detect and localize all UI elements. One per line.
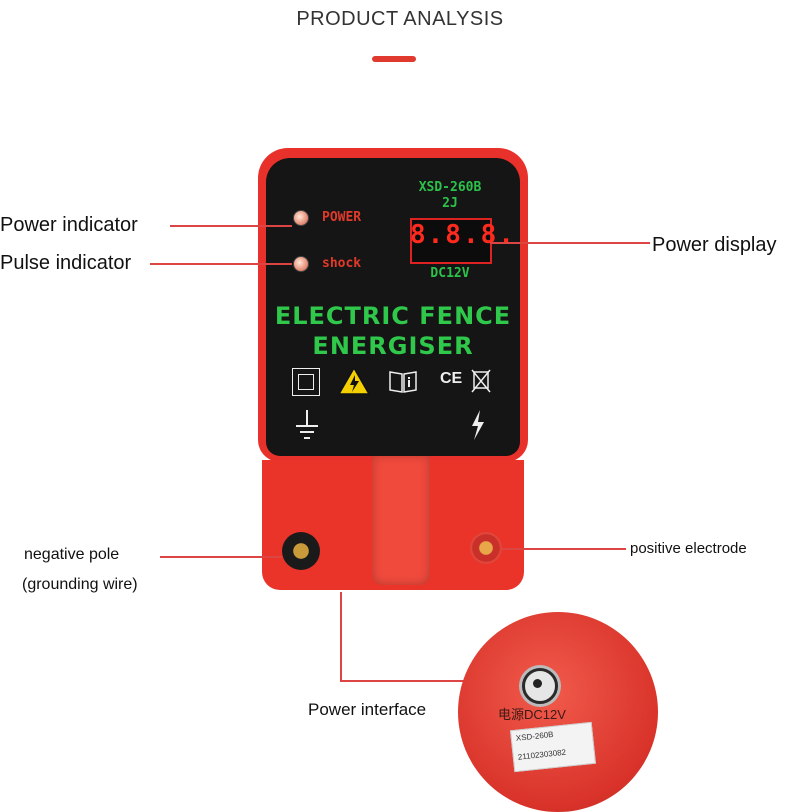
ce-mark: CE: [440, 370, 463, 387]
callout-power-indicator: Power indicator: [0, 214, 138, 236]
shock-led-icon: [293, 256, 309, 272]
callout-positive-electrode: positive electrode: [630, 540, 747, 557]
power-interface-hline: [340, 680, 518, 682]
negative-pole-line: [160, 556, 282, 558]
jack-label: 电源DC12V: [498, 707, 566, 722]
page-title: PRODUCT ANALYSIS: [296, 8, 504, 30]
seven-segment-display: [410, 218, 492, 264]
pulse-indicator-line: [150, 263, 292, 265]
title-underline: [372, 56, 416, 62]
voltage-label: DC12V: [430, 266, 470, 281]
shock-led-label: shock: [322, 256, 362, 271]
power-interface-vline: [340, 592, 342, 680]
double-insulation-icon: [292, 368, 320, 396]
callout-negative-pole: negative pole: [24, 546, 120, 563]
power-display-line: [490, 242, 650, 244]
callout-pulse-indicator: Pulse indicator: [0, 252, 132, 274]
ground-symbol-icon: [294, 408, 320, 442]
power-led-label: POWER: [322, 210, 362, 225]
model-number: XSD-260B: [418, 180, 482, 195]
warning-icon: [337, 366, 371, 396]
device-faceplate: [266, 158, 520, 456]
manual-icon: [388, 368, 418, 394]
device-neck: [372, 455, 430, 585]
dc-jack-pin: [533, 679, 542, 688]
energy-rating: 2J: [442, 196, 458, 211]
callout-power-display: Power display: [652, 234, 777, 256]
positive-terminal: [470, 532, 502, 564]
callout-grounding-wire: (grounding wire): [22, 576, 138, 593]
positive-electrode-line: [502, 548, 626, 550]
device-title-line1: ELECTRIC FENCE: [274, 302, 512, 330]
serial-sticker: XSD-260B 21102303082: [510, 721, 596, 773]
negative-terminal: [282, 532, 320, 570]
lightning-bolt-icon: [468, 408, 488, 442]
callout-power-interface: Power interface: [308, 700, 427, 719]
power-indicator-line: [170, 225, 292, 227]
display-digits: 8.8.8.: [410, 220, 516, 250]
power-led-icon: [293, 210, 309, 226]
weee-bin-icon: [470, 366, 492, 394]
device-title-line2: ENERGISER: [312, 332, 474, 360]
power-interface-inset: [458, 612, 658, 812]
